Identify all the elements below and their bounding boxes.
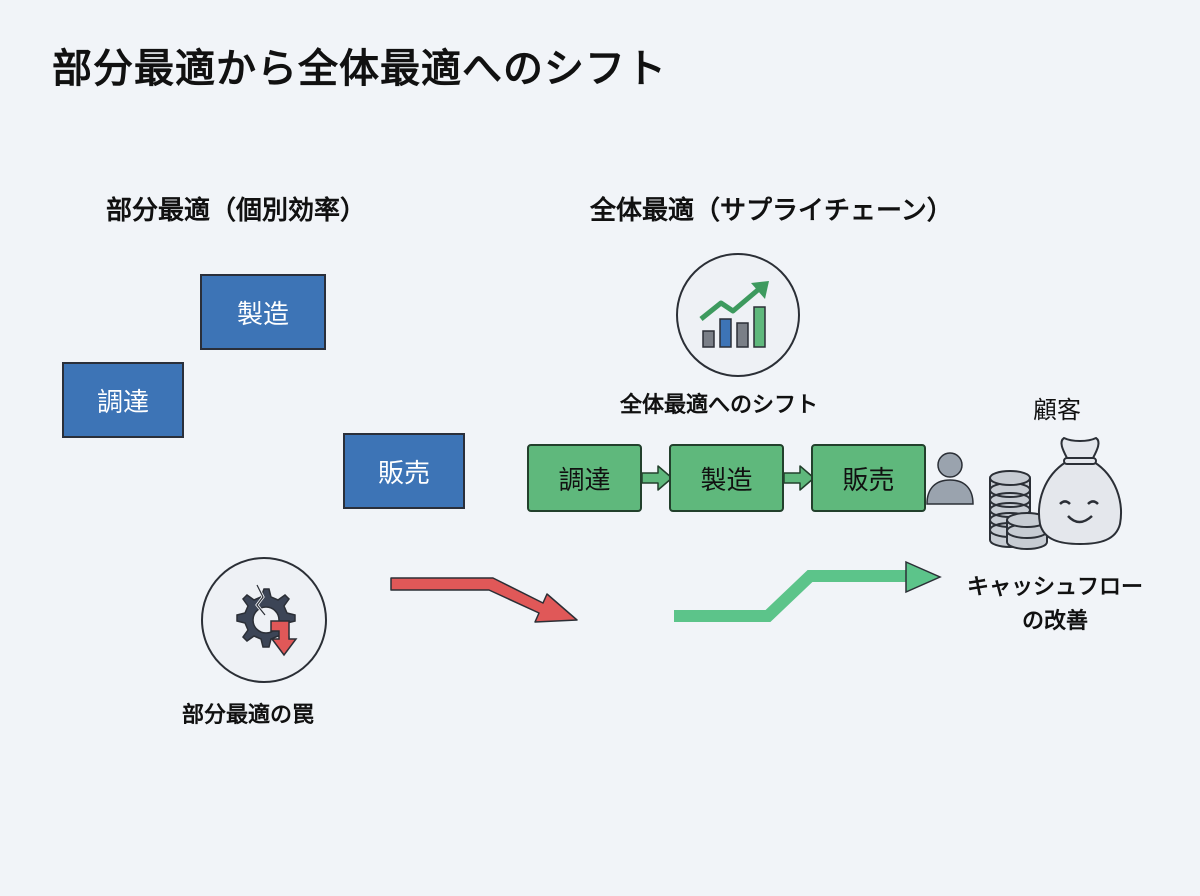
customer-label: 顧客	[1033, 396, 1081, 424]
growth-arrow	[674, 560, 942, 622]
chain-arrow-2	[783, 465, 815, 491]
cashflow-label-line2: の改善	[1021, 609, 1088, 634]
page-title: 部分最適から全体最適へのシフト	[52, 46, 667, 92]
partial-optimization-heading: 部分最適（個別効率）	[106, 196, 367, 226]
decline-arrow	[390, 577, 578, 623]
sales-box-chain: 販売	[811, 444, 926, 512]
growth-bar-chart-icon	[676, 253, 800, 377]
person-icon	[926, 452, 974, 505]
procurement-box-left: 調達	[62, 362, 184, 438]
coin-stack-icon	[989, 470, 1048, 550]
partial-optimization-trap-label: 部分最適の罠	[182, 703, 315, 728]
chain-procurement-label: 調達	[558, 465, 611, 496]
sales-label: 販売	[377, 458, 430, 489]
chain-manufacturing-label: 製造	[700, 465, 753, 496]
manufacturing-box-chain: 製造	[669, 444, 784, 512]
cashflow-improvement-label: キャッシュフロー の改善	[955, 571, 1155, 639]
shift-to-total-optimization-label: 全体最適へのシフト	[620, 393, 819, 418]
money-bag-icon	[1038, 437, 1122, 546]
total-optimization-heading: 全体最適（サプライチェーン）	[590, 196, 953, 226]
manufacturing-label: 製造	[236, 299, 289, 330]
procurement-label: 調達	[96, 387, 149, 418]
chain-arrow-1	[641, 465, 673, 491]
broken-gear-down-arrow-icon	[201, 557, 327, 683]
sales-box-left: 販売	[343, 433, 465, 509]
procurement-box-chain: 調達	[527, 444, 642, 512]
cashflow-label-line1: キャッシュフロー	[966, 575, 1143, 600]
manufacturing-box-left: 製造	[200, 274, 326, 350]
chain-sales-label: 販売	[842, 465, 895, 496]
